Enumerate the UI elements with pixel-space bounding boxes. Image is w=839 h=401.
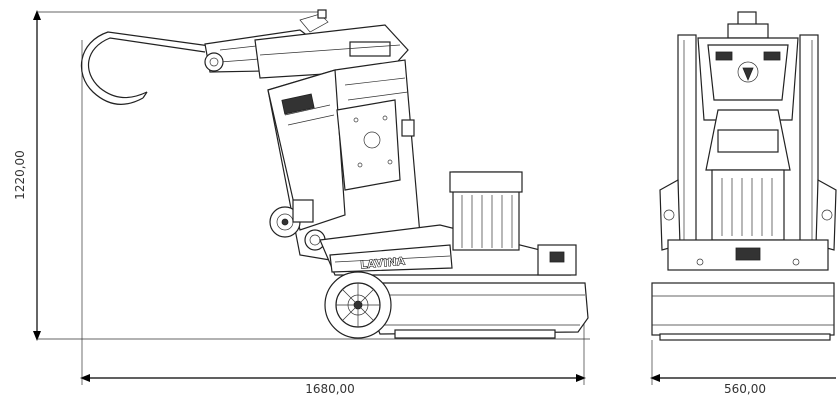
side-view bbox=[80, 9, 589, 339]
height-dimension bbox=[33, 10, 590, 341]
width-dimension-label: 560,00 bbox=[724, 382, 766, 396]
brand-logo: LAVINA bbox=[360, 255, 407, 272]
front-view bbox=[651, 11, 837, 341]
length-dimension bbox=[80, 40, 586, 385]
height-dimension-label: 1220,00 bbox=[13, 150, 27, 200]
width-dimension bbox=[650, 340, 836, 385]
length-dimension-label: 1680,00 bbox=[305, 382, 355, 396]
